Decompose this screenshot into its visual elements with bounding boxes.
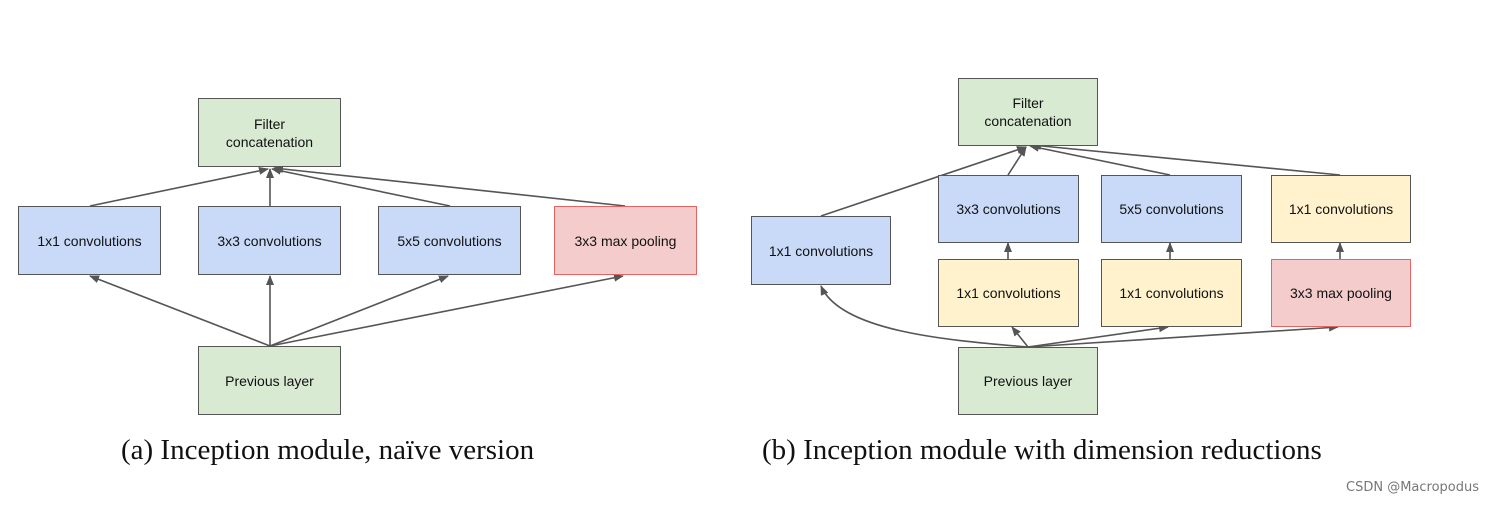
edge-b-prev-to-reduce3 <box>1011 326 1029 348</box>
edge-b-conv1-to-concat <box>820 146 1027 217</box>
b-filter-concatenation-node: Filter concatenation <box>958 78 1098 146</box>
b-1x1-convolutions-node: 1x1 convolutions <box>751 216 891 285</box>
a-3x3-convolutions-label: 3x3 convolutions <box>217 232 322 249</box>
a-filter-concatenation-label: Filter concatenation <box>225 115 314 150</box>
b-3x3-max-pooling-label: 3x3 max pooling <box>1290 285 1392 301</box>
a-1x1-convolutions-label: 1x1 convolutions <box>37 232 142 249</box>
a-5x5-convolutions-label: 5x5 convolutions <box>397 232 502 249</box>
b-5x5-reduce-label: 1x1 convolutions <box>1119 285 1224 301</box>
a-previous-layer-label: Previous layer <box>225 372 314 389</box>
caption-a: (a) Inception module, naïve version <box>121 434 535 466</box>
edge-b-poolproj-to-concat <box>1031 141 1341 176</box>
b-5x5-convolutions-label: 5x5 convolutions <box>1119 201 1224 217</box>
a-3x3-max-pooling-node: 3x3 max pooling <box>554 206 697 275</box>
b-3x3-convolutions-node: 3x3 convolutions <box>938 175 1079 243</box>
b-pool-projection-label: 1x1 convolutions <box>1288 201 1394 217</box>
edge-a-prev-to-pool <box>269 273 624 347</box>
edge-b-prev-to-pool <box>1027 323 1339 348</box>
a-previous-layer-node: Previous layer <box>198 346 341 415</box>
b-previous-layer-node: Previous layer <box>958 347 1098 415</box>
b-3x3-convolutions-label: 3x3 convolutions <box>956 201 1061 217</box>
b-3x3-reduce-node: 1x1 convolutions <box>938 259 1079 327</box>
edge-b-conv5-to-concat <box>1029 143 1171 176</box>
edge-a-conv1-to-concat <box>89 166 269 207</box>
edge-b-prev-to-reduce5 <box>1027 324 1169 348</box>
edge-a-conv5-to-concat <box>271 166 451 207</box>
edge-a-prev-to-conv1 <box>89 275 271 347</box>
edge-b-prev-to-conv1 <box>820 285 1029 348</box>
a-3x3-max-pooling-label: 3x3 max pooling <box>574 232 677 249</box>
b-1x1-convolutions-label: 1x1 convolutions <box>768 242 874 259</box>
a-3x3-convolutions-node: 3x3 convolutions <box>198 206 341 275</box>
a-filter-concatenation-node: Filter concatenation <box>198 98 341 167</box>
b-3x3-max-pooling-node: 3x3 max pooling <box>1271 259 1411 327</box>
caption-b: (b) Inception module with dimension redu… <box>762 434 1322 466</box>
watermark: CSDN @Macropodus <box>1346 480 1480 495</box>
edge-a-pool-to-concat <box>273 164 626 207</box>
b-previous-layer-label: Previous layer <box>983 373 1073 389</box>
edge-b-conv3-to-concat <box>1007 146 1027 176</box>
b-3x3-reduce-label: 1x1 convolutions <box>956 285 1061 301</box>
b-5x5-reduce-node: 1x1 convolutions <box>1101 259 1242 327</box>
edge-a-prev-to-conv5 <box>269 275 449 347</box>
b-5x5-convolutions-node: 5x5 convolutions <box>1101 175 1242 243</box>
a-1x1-convolutions-node: 1x1 convolutions <box>18 206 161 275</box>
b-filter-concatenation-label: Filter concatenation <box>984 95 1072 129</box>
a-5x5-convolutions-node: 5x5 convolutions <box>378 206 521 275</box>
b-pool-projection-node: 1x1 convolutions <box>1271 175 1411 243</box>
